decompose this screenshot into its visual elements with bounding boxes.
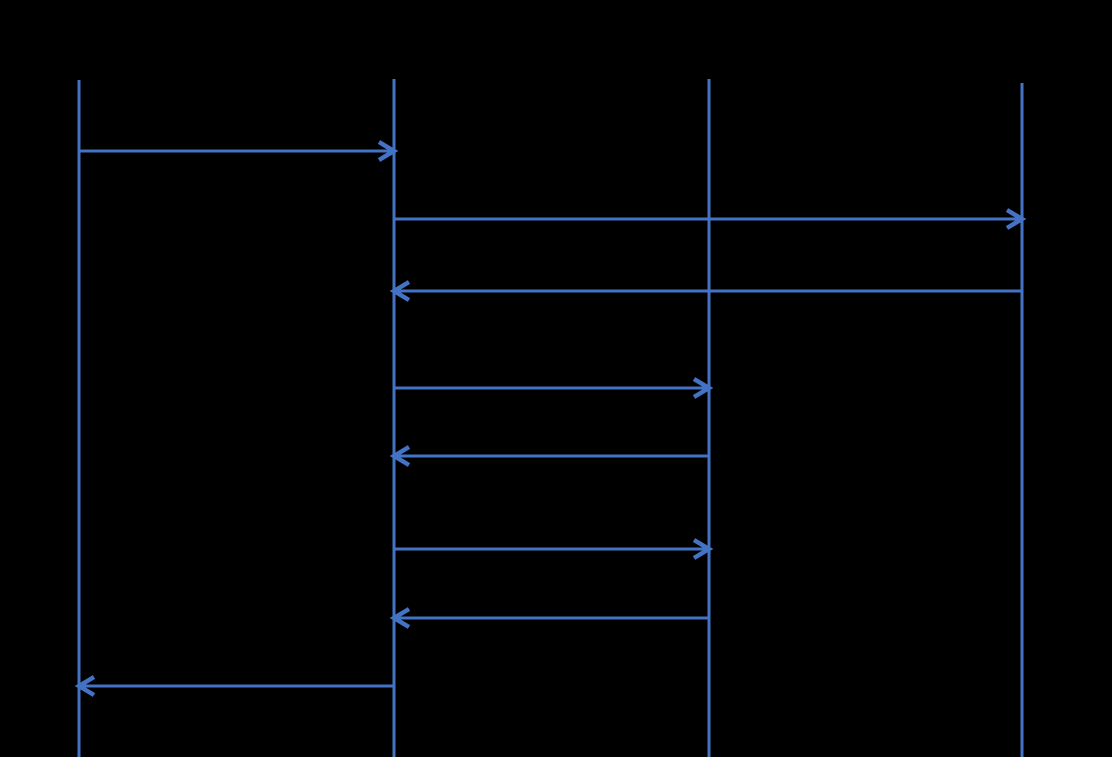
- message-7: [389, 607, 709, 629]
- arrowhead-left-icon: [74, 675, 96, 697]
- message-6: [394, 538, 714, 560]
- message-2: [394, 208, 1027, 230]
- message-4: [394, 377, 714, 399]
- arrowhead-right-icon: [692, 538, 714, 560]
- arrowhead-left-icon: [389, 280, 411, 302]
- arrowhead-right-icon: [692, 377, 714, 399]
- arrowhead-right-icon: [1005, 208, 1027, 230]
- message-3: [389, 280, 1022, 302]
- arrowhead-right-icon: [377, 140, 399, 162]
- arrowhead-left-icon: [389, 607, 411, 629]
- message-1: [79, 140, 399, 162]
- arrowhead-left-icon: [389, 445, 411, 467]
- message-5: [389, 445, 709, 467]
- message-8: [74, 675, 394, 697]
